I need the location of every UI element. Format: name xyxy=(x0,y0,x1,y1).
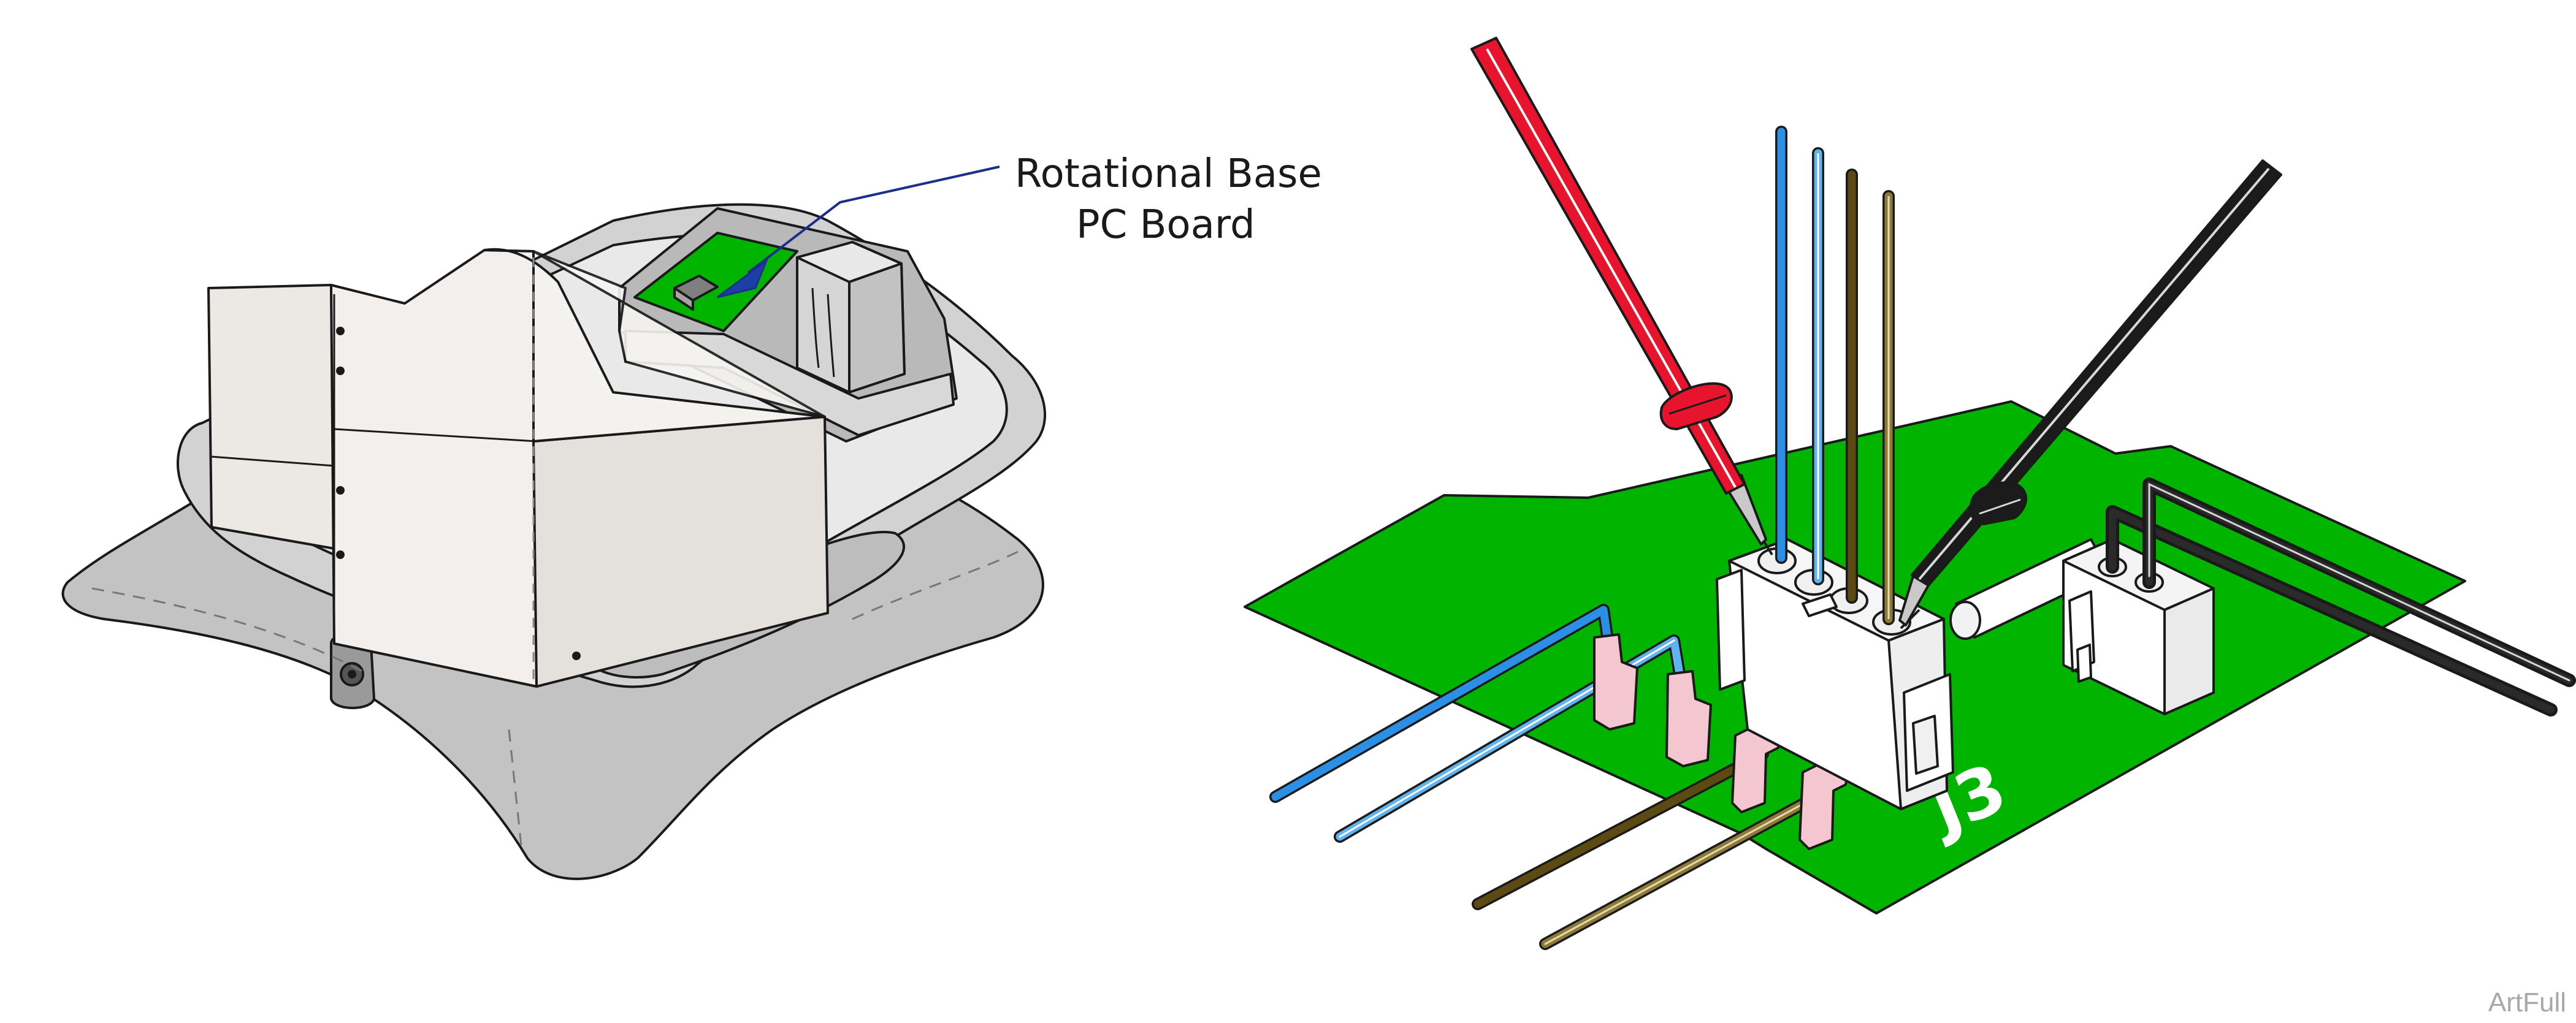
rotational-base-illustration: Rotational Base PC Board xyxy=(61,151,1322,880)
black-wire-1 xyxy=(2106,505,2558,717)
rotational-base-pc-board xyxy=(633,232,798,332)
crimp-terminal-2 xyxy=(1665,670,1712,767)
red-test-probe xyxy=(1470,37,1773,556)
callout-arrowhead xyxy=(717,257,769,299)
callout-label-line2: PC Board xyxy=(1076,202,1255,248)
black-test-probe xyxy=(1898,159,2282,629)
blue-wire xyxy=(1269,604,1614,803)
footprint-dashes xyxy=(91,550,1019,846)
callout-label-line1: Rotational Base xyxy=(1015,151,1322,197)
callout-leader-line xyxy=(747,165,1000,274)
black-wire-2 xyxy=(2142,477,2576,687)
credit-label: ArtFull xyxy=(2488,987,2566,1017)
transformer xyxy=(796,241,906,394)
main-housing xyxy=(207,248,829,688)
j3-connector-test-illustration: J3 xyxy=(1244,37,2576,950)
tan-wire xyxy=(1539,785,1833,950)
brown-wire xyxy=(1472,748,1769,910)
crimp-terminal-1 xyxy=(1593,633,1638,731)
